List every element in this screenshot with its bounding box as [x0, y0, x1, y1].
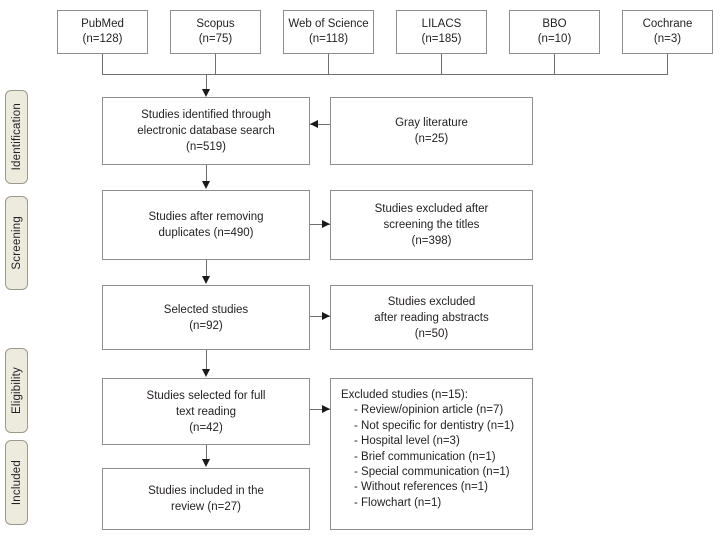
excluded-item-review-opinion: - Review/opinion article (n=7): [354, 404, 504, 417]
connector-identified-to-deduplicated: [206, 165, 207, 182]
connector-cochrane-drop: [667, 54, 668, 74]
flow-box-fulltext: Studies selected for full text reading (…: [102, 378, 310, 445]
flow-box-excluded-fulltext: Excluded studies (n=15): - Review/opinio…: [330, 378, 533, 530]
excluded-item-not-specific-dentistry: - Not specific for dentistry (n=1): [354, 419, 515, 432]
flow-box-included: Studies included in the review (n=27): [102, 468, 310, 530]
stage-label-screening: Screening: [5, 196, 28, 290]
excluded-item-without-references: - Without references (n=1): [354, 481, 488, 494]
flow-box-excluded-abstracts: Studies excluded after reading abstracts…: [330, 285, 533, 350]
source-box-cochrane: Cochrane (n=3): [622, 10, 713, 54]
source-box-web-of-science: Web of Science (n=118): [283, 10, 374, 54]
connector-selected-to-excluded-abstracts: [310, 316, 330, 317]
connector-pubmed-drop: [102, 54, 103, 74]
excluded-item-special-communication: - Special communication (n=1): [354, 466, 510, 479]
source-box-lilacs: LILACS (n=185): [396, 10, 487, 54]
stage-label-identification: Identification: [5, 90, 28, 184]
connector-scopus-drop: [215, 54, 216, 74]
connector-bus-to-identified: [206, 74, 207, 90]
arrowhead-fulltext-to-included: [202, 459, 210, 467]
source-box-pubmed: PubMed (n=128): [57, 10, 148, 54]
connector-bbo-drop: [554, 54, 555, 74]
arrowhead-fulltext-to-excluded-fulltext: [322, 405, 330, 413]
excluded-heading: Excluded studies (n=15):: [341, 389, 468, 401]
arrowhead-deduplicated-to-excluded-titles: [322, 220, 330, 228]
excluded-item-brief-communication: - Brief communication (n=1): [354, 450, 496, 463]
connector-source-bus: [102, 74, 668, 75]
source-box-bbo: BBO (n=10): [509, 10, 600, 54]
connector-selected-to-fulltext: [206, 350, 207, 370]
connector-deduplicated-to-excluded-titles: [310, 224, 330, 225]
arrowhead-selected-to-fulltext: [202, 369, 210, 377]
connector-lilacs-drop: [441, 54, 442, 74]
excluded-item-hospital-level: - Hospital level (n=3): [354, 435, 460, 448]
arrowhead-gray-to-identified: [310, 120, 318, 128]
arrowhead-identified-to-deduplicated: [202, 181, 210, 189]
connector-fulltext-to-excluded-fulltext: [310, 409, 330, 410]
flow-box-gray-literature: Gray literature (n=25): [330, 97, 533, 165]
flow-box-excluded-titles: Studies excluded after screening the tit…: [330, 190, 533, 260]
connector-gray-to-identified: [310, 124, 330, 125]
excluded-item-flowchart: - Flowchart (n=1): [354, 496, 442, 509]
source-box-scopus: Scopus (n=75): [170, 10, 261, 54]
stage-label-eligibility: Eligibility: [5, 348, 28, 433]
stage-label-included: Included: [5, 440, 28, 525]
arrowhead-deduplicated-to-selected: [202, 276, 210, 284]
flow-box-deduplicated: Studies after removing duplicates (n=490…: [102, 190, 310, 260]
arrowhead-bus-to-identified: [202, 89, 210, 97]
arrowhead-selected-to-excluded-abstracts: [322, 312, 330, 320]
flow-box-identified: Studies identified through electronic da…: [102, 97, 310, 165]
flow-box-selected: Selected studies (n=92): [102, 285, 310, 350]
connector-fulltext-to-included: [206, 445, 207, 460]
connector-web-of-science-drop: [328, 54, 329, 74]
connector-deduplicated-to-selected: [206, 260, 207, 277]
